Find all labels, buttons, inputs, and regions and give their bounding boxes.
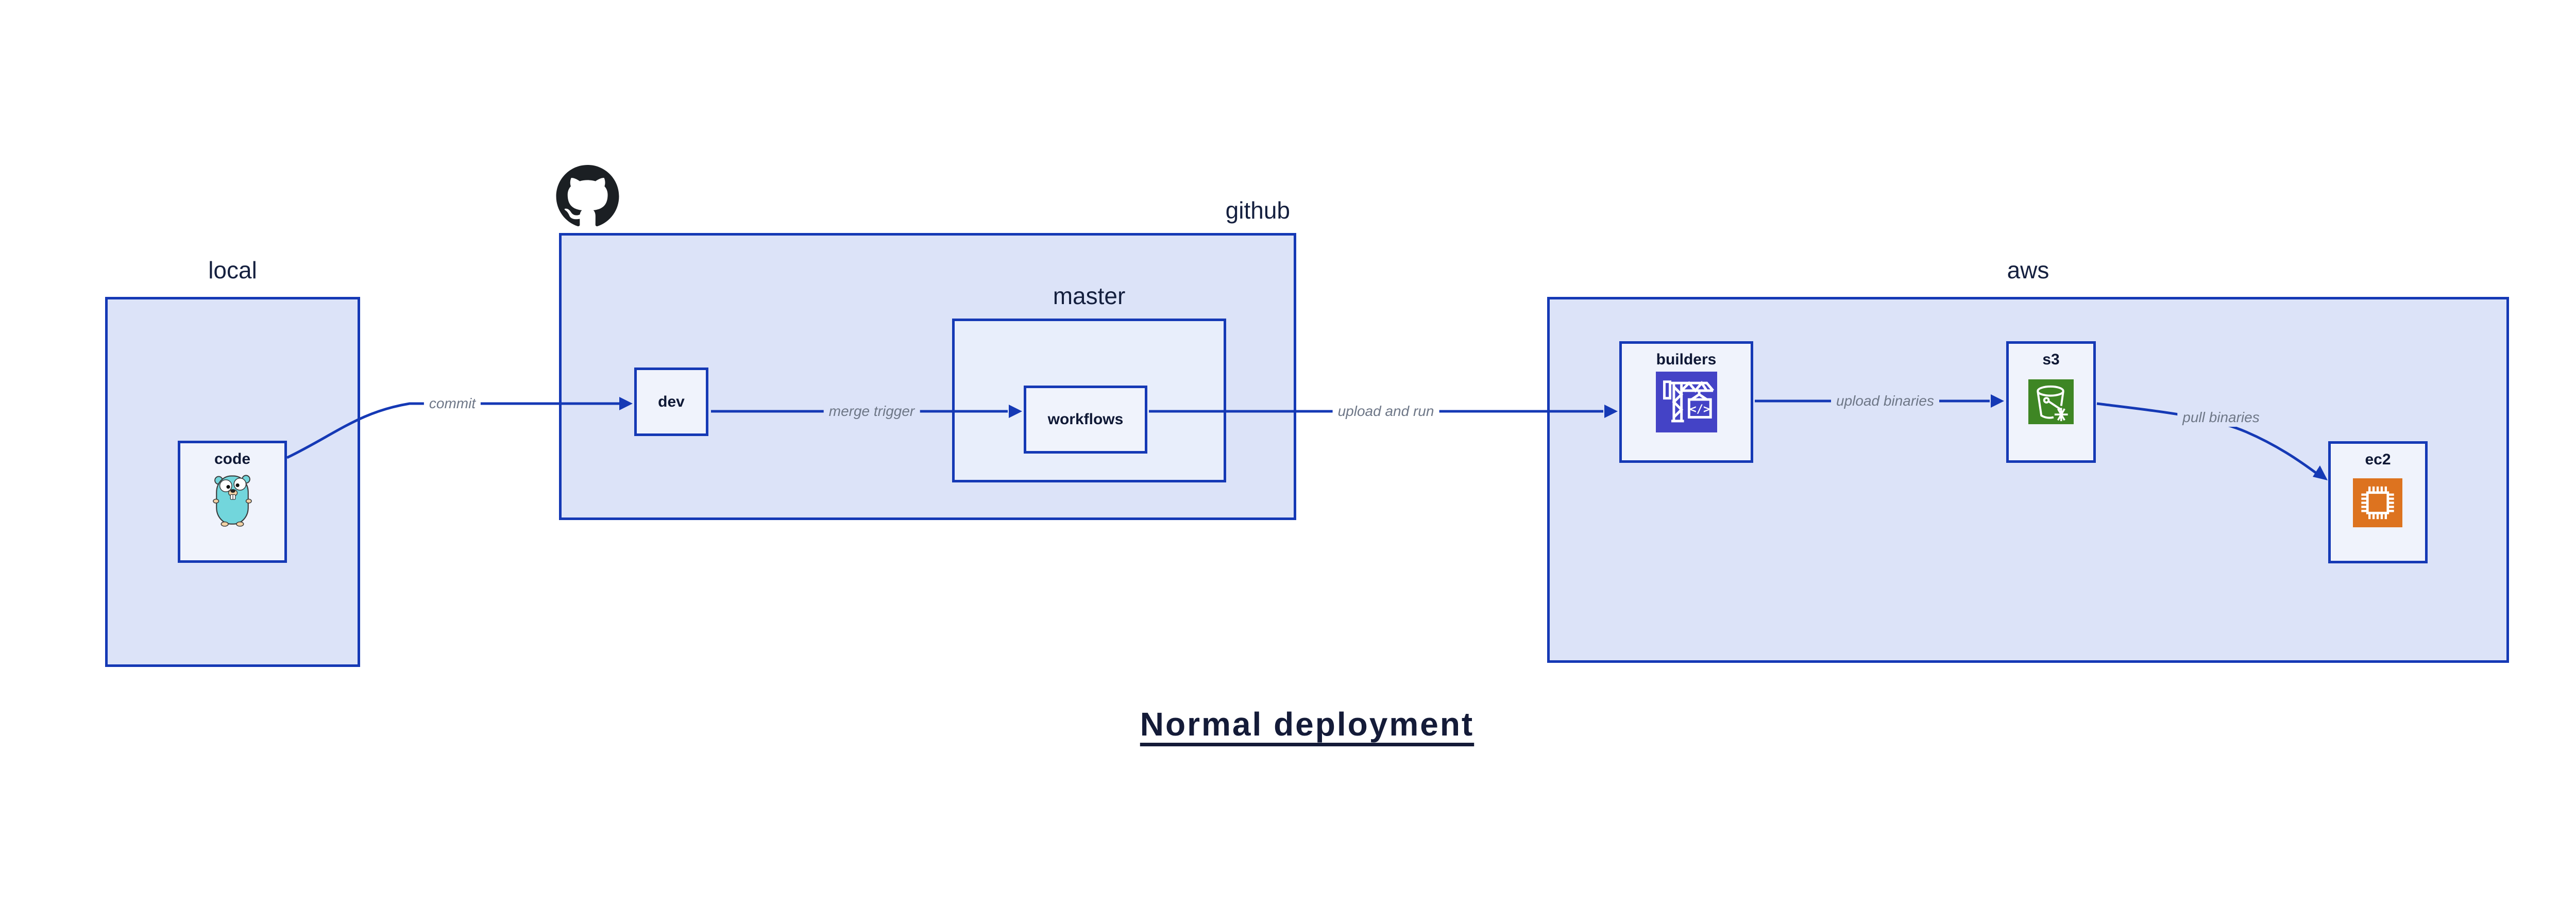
arrowhead-commit <box>619 397 633 410</box>
crane-build-icon: </> <box>1656 372 1717 432</box>
diagram-title: Normal deployment <box>1140 706 1475 743</box>
node-builders-label: builders <box>1656 351 1717 368</box>
container-github-label: github <box>1225 197 1290 224</box>
node-dev: dev <box>634 368 708 436</box>
arrowhead-upload-binaries <box>1991 394 2004 408</box>
node-code-label: code <box>214 450 251 467</box>
edge-commit-label: commit <box>423 394 481 413</box>
go-gopher-icon <box>213 472 252 527</box>
node-s3-label: s3 <box>2042 351 2060 368</box>
node-ec2-label: ec2 <box>2365 451 2391 468</box>
node-workflows-label: workflows <box>1047 411 1124 428</box>
arrowhead-pull-binaries <box>2313 465 2328 480</box>
chip-icon <box>2353 478 2402 527</box>
arrowhead-upload-and-run <box>1604 405 1618 418</box>
edge-merge-trigger-label: merge trigger <box>823 402 920 421</box>
bucket-icon <box>2028 379 2074 424</box>
edge-pull-binaries-label: pull binaries <box>2177 408 2265 427</box>
container-aws-label: aws <box>2007 257 2049 283</box>
edge-upload-and-run-label: upload and run <box>1332 402 1439 421</box>
container-local-label: local <box>208 257 257 283</box>
crane-code-glyph: </> <box>1689 403 1710 416</box>
edge-commit <box>286 402 619 459</box>
container-master-label: master <box>1053 282 1126 309</box>
node-dev-label: dev <box>658 393 685 410</box>
edge-pull-binaries <box>2096 402 2317 475</box>
github-octocat-icon <box>555 165 620 228</box>
node-workflows: workflows <box>1024 386 1147 454</box>
arrowhead-merge-trigger <box>1009 405 1022 418</box>
edge-upload-binaries-label: upload binaries <box>1831 392 1939 410</box>
